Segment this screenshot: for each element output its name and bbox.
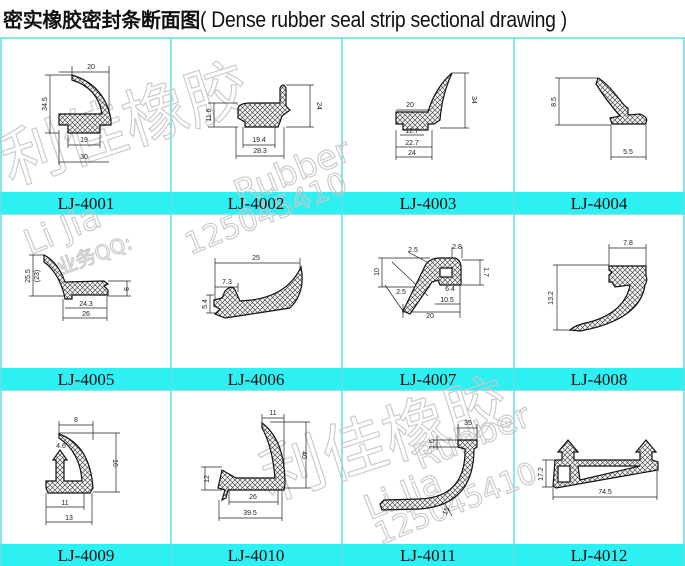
dim: 20: [406, 102, 414, 109]
dim: 5.4: [202, 299, 209, 309]
title-english: ( Dense rubber seal strip sectional draw…: [200, 7, 567, 32]
dim: 24: [315, 102, 322, 110]
dim: 7.3: [222, 279, 232, 286]
dim: 28.3: [253, 148, 267, 155]
dim: 1.7: [482, 267, 489, 277]
dim: 26: [82, 311, 90, 318]
grid-lines: [0, 37, 685, 566]
product-label: LJ-4012: [571, 546, 628, 565]
profile-lj-4008: [568, 265, 648, 332]
dim: 5.5: [623, 149, 633, 156]
dim: 4.6: [56, 443, 66, 450]
product-label: LJ-4008: [571, 370, 628, 389]
dim: 11: [61, 500, 68, 507]
dimension-lines: [29, 66, 658, 525]
dim: 24: [408, 150, 416, 157]
dim: 20: [426, 313, 434, 320]
dim: 74.5: [598, 489, 612, 496]
dim: 2.8: [452, 244, 462, 251]
dim: 2.5: [396, 289, 406, 296]
dim: 19.4: [252, 137, 266, 144]
dim: 13.2: [548, 291, 555, 305]
profile-lj-4007: [402, 257, 462, 315]
profile-lj-4010: [217, 421, 286, 502]
dim: 9: [122, 287, 129, 291]
product-label: LJ-4002: [228, 194, 285, 213]
dim: 34: [470, 96, 477, 104]
dim: 2.5: [408, 247, 418, 254]
dim: 12: [204, 475, 211, 483]
dim: 25.5: [25, 269, 32, 283]
profile-lj-4001: [58, 74, 112, 134]
dim: 24.3: [79, 301, 93, 308]
dim: 25: [252, 255, 260, 262]
dim: 12.7: [405, 128, 419, 135]
product-labels: LJ-4001 LJ-4002 LJ-4003 LJ-4004 LJ-4005 …: [58, 194, 628, 565]
profile-lj-4004: [595, 77, 648, 125]
dim: 22.7: [405, 140, 419, 147]
product-label: LJ-4009: [58, 546, 115, 565]
profile-lj-4003: [395, 72, 453, 131]
dim: 11: [269, 410, 276, 417]
seal-profiles: [43, 72, 659, 511]
dim: 1.6: [429, 439, 436, 449]
dim: 26: [249, 494, 257, 501]
dim: 7.8: [623, 240, 633, 247]
dim: 13: [65, 515, 73, 522]
title-chinese: 密实橡胶密封条断面图: [3, 8, 200, 32]
dim: 40: [300, 451, 307, 459]
dim: 17.2: [538, 467, 545, 481]
product-label: LJ-4005: [58, 370, 115, 389]
dimension-labels: 20 34.5 19 30 11.6 24 19.4 28.3 20 34 12…: [25, 64, 633, 522]
dim: (23): [34, 270, 41, 282]
product-label: LJ-4003: [400, 194, 457, 213]
dim: 39.5: [243, 510, 257, 517]
dim: 11.6: [206, 108, 213, 121]
dim: 8.5: [551, 97, 558, 107]
profile-lj-4006: [213, 265, 303, 319]
dim: 20: [87, 64, 95, 71]
profile-lj-4011: [379, 439, 478, 511]
profile-lj-4005: [43, 254, 110, 300]
dim: 35: [464, 420, 472, 427]
product-label: LJ-4007: [400, 370, 457, 389]
dim: 16: [111, 459, 118, 467]
profile-lj-4009: [45, 433, 94, 494]
product-label: LJ-4010: [228, 546, 285, 565]
product-label: LJ-4011: [400, 546, 456, 565]
product-label: LJ-4006: [228, 370, 285, 389]
dim: 30: [80, 154, 88, 161]
watermark-brand-cn: 利佳橡胶: [0, 51, 258, 200]
profile-lj-4002: [237, 84, 291, 128]
dim: 10.5: [440, 297, 454, 304]
dim: 6.4: [445, 286, 455, 293]
page-title: 密实橡胶密封条断面图( Dense rubber seal strip sect…: [3, 4, 617, 34]
dim: 15: [442, 506, 452, 516]
dim: 8: [74, 417, 78, 424]
dim: 19: [80, 137, 88, 144]
product-label: LJ-4004: [571, 194, 628, 213]
dim: 10: [374, 268, 381, 276]
product-label: LJ-4001: [58, 194, 115, 213]
dim: 34.5: [42, 97, 49, 111]
